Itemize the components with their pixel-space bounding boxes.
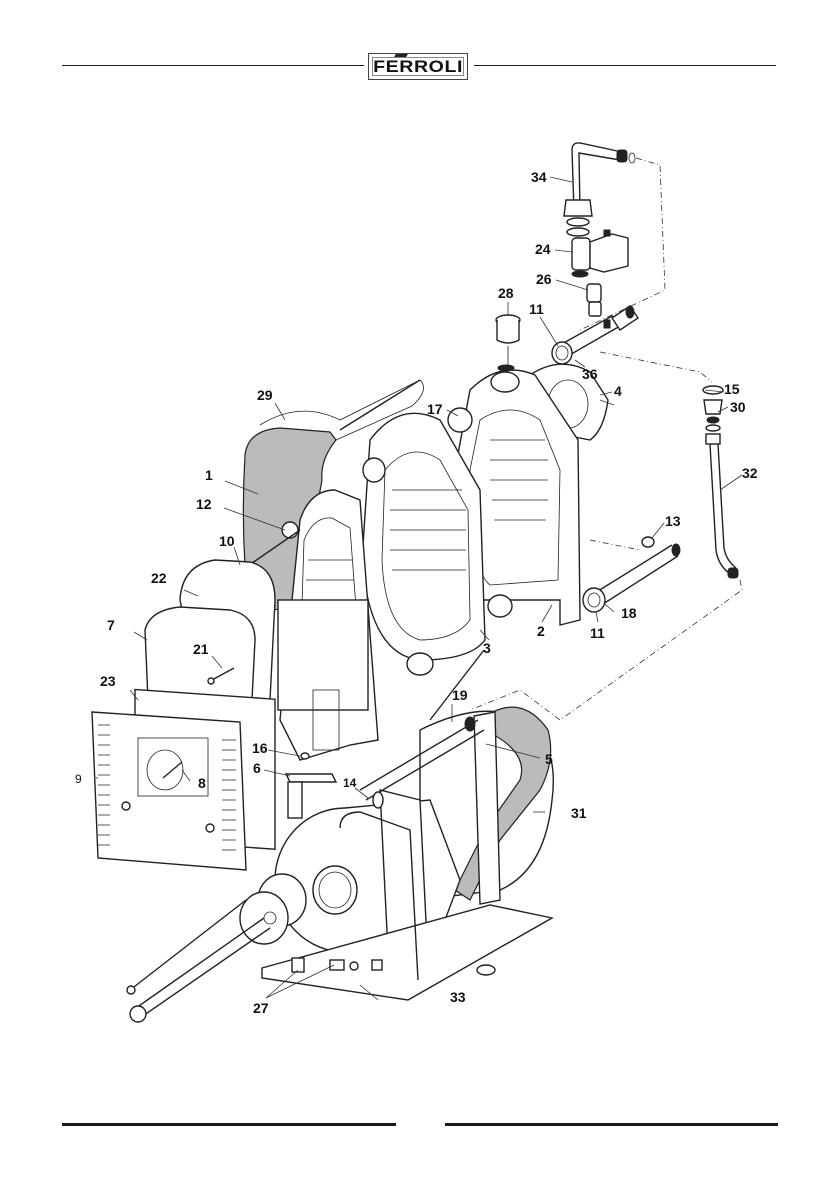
callout-18: 18: [621, 605, 637, 621]
air-vent-28: [495, 314, 521, 366]
callout-10: 10: [219, 533, 235, 549]
ferroli-logo: FERROLI: [368, 53, 468, 80]
callout-12: 12: [196, 496, 212, 512]
header-rule-right: [474, 65, 776, 66]
callout-26: 26: [536, 271, 552, 287]
callout-33: 33: [450, 989, 466, 1005]
footer-rule-right: [445, 1123, 778, 1126]
pipe-34: [563, 142, 636, 237]
callout-23: 23: [100, 673, 116, 689]
pump-24: [571, 229, 629, 278]
callout-27: 27: [253, 1000, 269, 1016]
manifold-36: [551, 305, 639, 365]
tie-rod-top: [339, 379, 421, 431]
callout-17: 17: [427, 401, 443, 417]
callout-3: 3: [483, 640, 491, 656]
door-7: [144, 606, 256, 701]
callout-36: 36: [582, 366, 598, 382]
callout-22: 22: [151, 570, 167, 586]
bracket-6: [284, 773, 338, 819]
callout-13: 13: [665, 513, 681, 529]
callout-21: 21: [193, 641, 209, 657]
callout-19: 19: [452, 687, 468, 703]
callout-32: 32: [742, 465, 758, 481]
pipe-18: [582, 536, 681, 613]
middle-section-3: [361, 407, 513, 676]
callout-16: 16: [252, 740, 268, 756]
callout-6: 6: [253, 760, 261, 776]
plug-16: [300, 752, 310, 760]
callout-11-lower: 11: [590, 625, 605, 641]
callout-9: 9: [75, 772, 82, 786]
flange-27: [126, 873, 383, 1023]
assembly-line-13: [589, 539, 641, 551]
assembly-line-return: [599, 351, 713, 383]
tie-rod-19: [429, 649, 485, 721]
foot-pad: [476, 964, 496, 976]
callout-5: 5: [545, 751, 553, 767]
assembly-line-pipe: [579, 157, 666, 331]
callout-14: 14: [343, 776, 357, 790]
flex-pipe-32: [702, 385, 739, 579]
callout-2: 2: [537, 623, 545, 639]
footer-rule-left: [62, 1123, 396, 1126]
callout-15: 15: [724, 381, 740, 397]
logo-text: FERROLI: [373, 56, 463, 76]
front-section-1: [277, 489, 379, 761]
front-panel-9: [91, 711, 247, 871]
callout-30: 30: [730, 399, 746, 415]
callout-4: 4: [614, 383, 622, 399]
callout-29: 29: [257, 387, 273, 403]
callout-34: 34: [531, 169, 547, 185]
callout-24: 24: [535, 241, 551, 257]
valve-26: [586, 283, 602, 317]
callout-31: 31: [571, 805, 587, 821]
leader-lines: [96, 176, 743, 1001]
callout-8: 8: [198, 775, 206, 791]
logo-frame: FERROLI: [372, 54, 464, 76]
frame-33: [261, 711, 554, 1001]
callout-28: 28: [498, 285, 514, 301]
callout-1: 1: [205, 467, 213, 483]
assembly-line-lower: [469, 579, 743, 721]
rear-section: [454, 364, 581, 626]
callout-7: 7: [107, 617, 115, 633]
fitting-14: [372, 791, 384, 809]
callout-11-upper: 11: [529, 301, 544, 317]
header-rule-left: [62, 65, 364, 66]
